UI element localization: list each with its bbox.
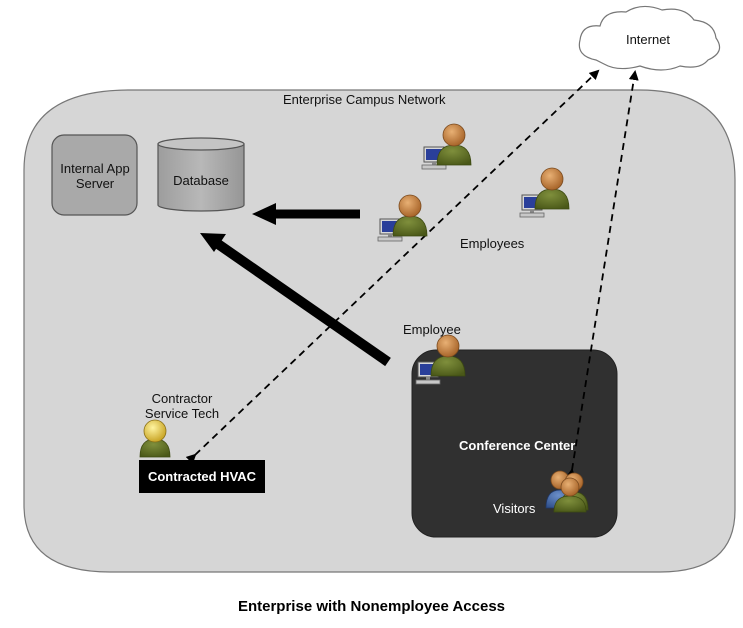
database-label: Database [173, 173, 229, 188]
diagram-caption: Enterprise with Nonemployee Access [237, 598, 506, 615]
contractor-label: Contractor Service Tech [144, 391, 220, 421]
contractor-icon [139, 419, 171, 458]
hvac-label: Contracted HVAC [147, 469, 257, 484]
hvac-to-internet-dashed-link [185, 69, 600, 465]
internet-cloud [578, 5, 721, 71]
campus-network-label: Enterprise Campus Network [283, 92, 446, 107]
visitors-label: Visitors [493, 501, 536, 516]
hvac-box [139, 460, 265, 493]
internet-label: Internet [625, 32, 671, 47]
conference-center-label: Conference Center [459, 438, 576, 453]
app-server-box [51, 134, 138, 216]
visitors-icon [545, 470, 589, 513]
employee-label: Employee [403, 322, 461, 337]
app-server-label: Internal App Server [60, 161, 130, 191]
employees-label: Employees [460, 236, 525, 251]
